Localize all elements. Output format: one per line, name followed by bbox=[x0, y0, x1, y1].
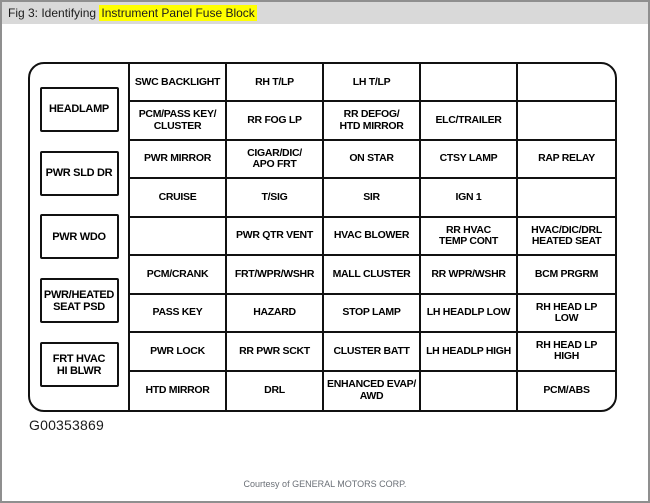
fuse-cell: PWR MIRROR bbox=[130, 140, 227, 180]
fuse-grid: SWC BACKLIGHT RH T/LP LH T/LP PCM/PASS K… bbox=[128, 64, 615, 410]
fuse-cell: RAP RELAY bbox=[518, 141, 615, 180]
fuse-cell: SWC BACKLIGHT bbox=[130, 64, 227, 103]
fuse-cell-empty bbox=[421, 371, 518, 410]
fuse-cell: LH HEADLP HIGH bbox=[421, 333, 518, 372]
side-fuse-box: PWR SLD DR bbox=[39, 150, 119, 196]
fuse-cell: ENHANCED EVAP/ AWD bbox=[324, 371, 421, 410]
fuse-cell: T/SIG bbox=[227, 179, 324, 218]
fuse-cell: LH T/LP bbox=[324, 64, 421, 103]
fuse-cell: PWR QTR VENT bbox=[227, 217, 324, 257]
fuse-cell-empty bbox=[421, 64, 518, 103]
fuse-cell: HTD MIRROR bbox=[130, 371, 227, 410]
fuse-cell: LH HEADLP LOW bbox=[421, 294, 518, 334]
fuse-cell: RR HVAC TEMP CONT bbox=[421, 217, 518, 257]
fuse-cell: HAZARD bbox=[227, 294, 324, 334]
fuse-cell: FRT/WPR/WSHR bbox=[227, 256, 324, 295]
fuse-cell: PASS KEY bbox=[130, 294, 227, 334]
figure-title-highlight: Instrument Panel Fuse Block bbox=[99, 5, 257, 21]
side-fuse-box: HEADLAMP bbox=[39, 86, 119, 132]
fuse-cell: PCM/PASS KEY/ CLUSTER bbox=[130, 102, 227, 141]
fuse-cell: PCM/ABS bbox=[543, 384, 590, 397]
fuse-cell: PWR LOCK bbox=[130, 333, 227, 372]
fuse-cell: IGN 1 bbox=[421, 179, 518, 218]
fuse-cell: RR FOG LP bbox=[227, 102, 324, 141]
fuse-cell: CRUISE bbox=[130, 179, 227, 218]
fuse-cell-empty bbox=[518, 64, 615, 103]
fuse-cell: ELC/TRAILER bbox=[421, 102, 518, 141]
fuse-cell-empty bbox=[130, 217, 227, 257]
fuse-cell-empty bbox=[518, 102, 615, 141]
figure-title-prefix: Fig 3: Identifying bbox=[8, 6, 100, 20]
fuse-cell: RH HEAD LP HIGH bbox=[518, 333, 615, 372]
side-fuse-box: FRT HVAC HI BLWR bbox=[39, 342, 119, 388]
fuse-cell: HVAC BLOWER bbox=[324, 217, 421, 257]
fuse-cell: STOP LAMP bbox=[324, 294, 421, 334]
fuse-cell: SIR bbox=[324, 179, 421, 218]
fuse-cell: ON STAR bbox=[324, 140, 421, 180]
figure-titlebar: Fig 3: Identifying Instrument Panel Fuse… bbox=[2, 2, 648, 24]
fuse-cell: PCM/CRANK bbox=[130, 256, 227, 295]
fuse-block-side-panel: HEADLAMP PWR SLD DR PWR WDO PWR/HEATED S… bbox=[30, 64, 128, 410]
fuse-cell: CLUSTER BATT bbox=[324, 333, 421, 372]
fuse-cell: RH HEAD LP LOW bbox=[518, 295, 615, 334]
fuse-cell: DRL bbox=[227, 371, 324, 410]
fuse-cell: MALL CLUSTER bbox=[324, 256, 421, 295]
fuse-block-diagram: HEADLAMP PWR SLD DR PWR WDO PWR/HEATED S… bbox=[28, 62, 617, 412]
fuse-cell: CIGAR/DIC/ APO FRT bbox=[227, 140, 324, 180]
fuse-cell: CTSY LAMP bbox=[421, 140, 518, 180]
fuse-cell: RR PWR SCKT bbox=[227, 333, 324, 372]
courtesy-credit: Courtesy of GENERAL MOTORS CORP. bbox=[243, 479, 407, 489]
fuse-cell: RH T/LP bbox=[227, 64, 324, 103]
fuse-cell: HVAC/DIC/DRL HEATED SEAT bbox=[518, 218, 615, 257]
fuse-cell: RR DEFOG/ HTD MIRROR bbox=[324, 102, 421, 141]
side-fuse-box: PWR/HEATED SEAT PSD bbox=[39, 278, 119, 324]
side-fuse-box: PWR WDO bbox=[39, 214, 119, 260]
fuse-cell-empty bbox=[518, 179, 615, 218]
fuse-cell: RR WPR/WSHR bbox=[421, 256, 518, 295]
figure-id-code: G00353869 bbox=[29, 417, 104, 433]
fuse-cell: BCM PRGRM bbox=[518, 256, 615, 295]
